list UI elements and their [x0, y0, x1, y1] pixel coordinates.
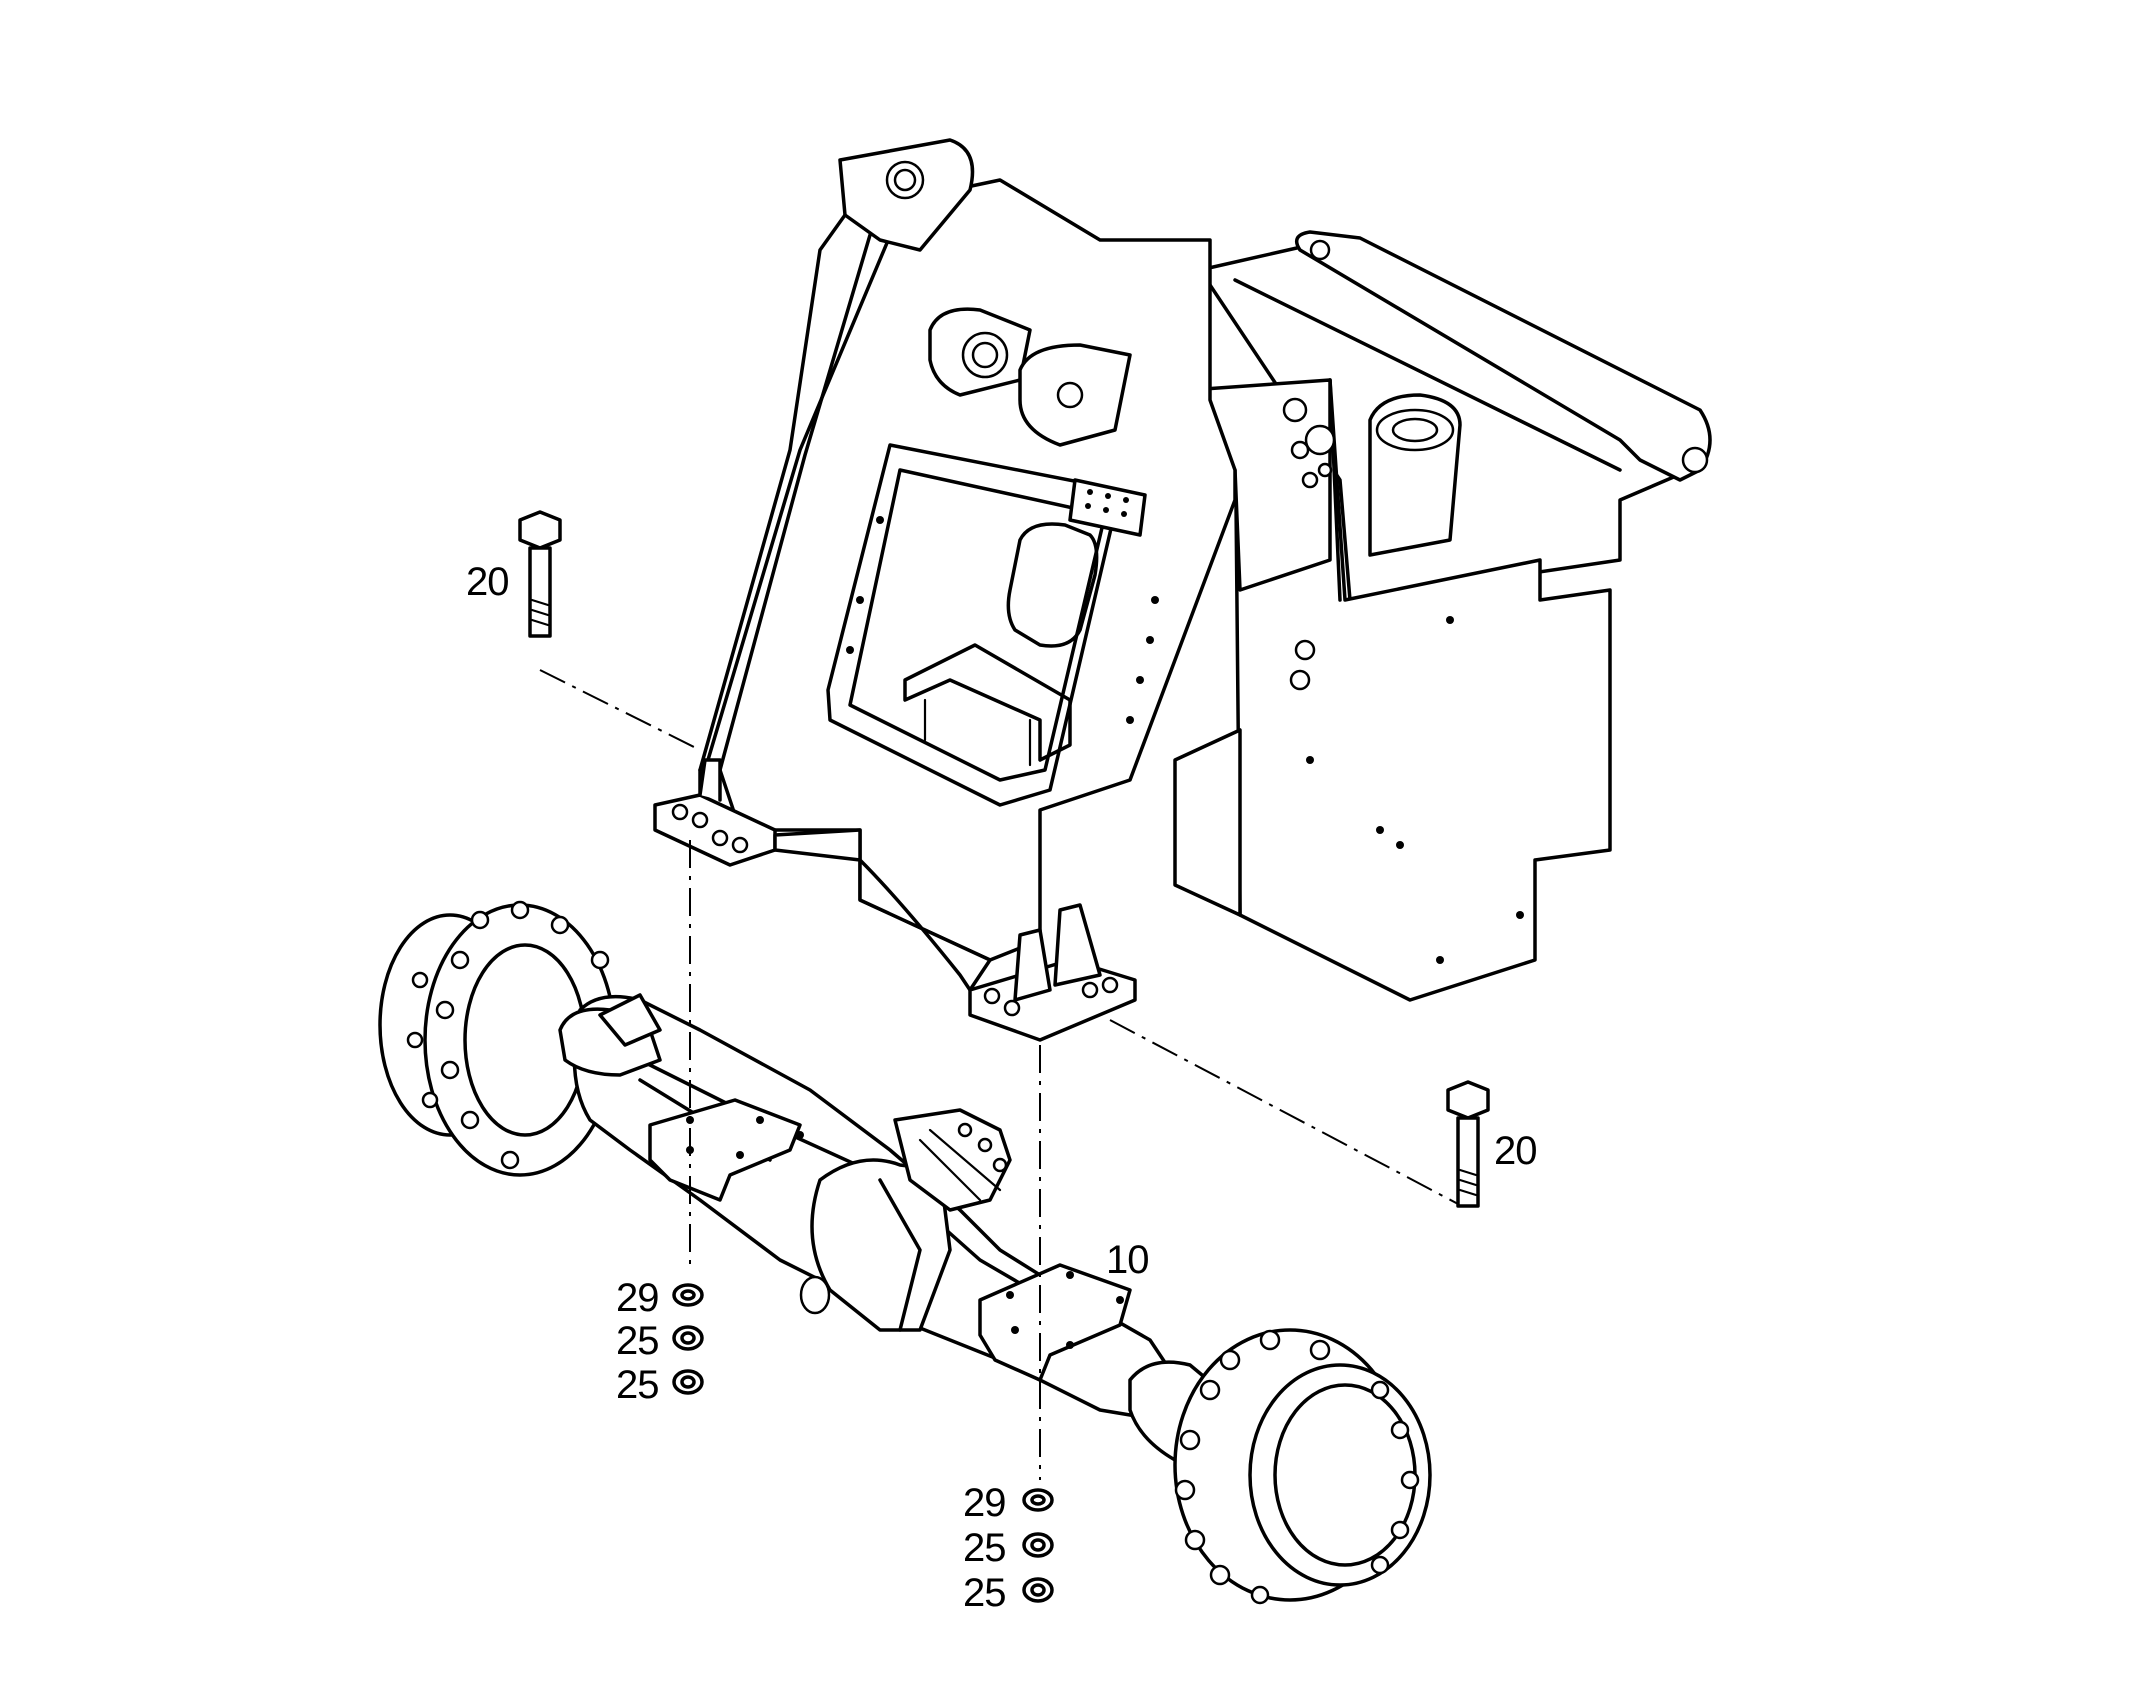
right-hub-cover	[1248, 1363, 1432, 1587]
right-axle-pad	[978, 1263, 1132, 1382]
frame-belly	[773, 828, 992, 992]
inner-opening	[1006, 522, 1099, 648]
callout-nut-left-1: 25	[616, 1319, 659, 1363]
right-lower-block	[1173, 728, 1242, 917]
right-hub-studs	[1174, 1329, 1420, 1605]
bolt-right	[1446, 1080, 1490, 1208]
assembly-guide-lines	[539, 669, 1461, 1480]
differential-housing	[810, 1158, 952, 1332]
nut-left-1-shape	[672, 1325, 704, 1351]
left-axle-pad	[648, 1098, 802, 1202]
bolt-left	[518, 510, 562, 638]
gusset-b	[1053, 903, 1102, 987]
callout-nut-left-2: 25	[616, 1363, 659, 1407]
gusset-a	[1013, 928, 1052, 1002]
callout-axle: 10	[1106, 1238, 1149, 1282]
brake-fittings	[893, 1108, 1012, 1212]
nut-right-1-shape	[1022, 1532, 1054, 1558]
callout-bolt-right: 20	[1494, 1129, 1537, 1173]
nut-right-2-shape	[1022, 1577, 1054, 1603]
nut-left-2-shape	[672, 1369, 704, 1395]
washer-right-shape	[1022, 1488, 1054, 1512]
axle-assembly	[378, 900, 1432, 1605]
callout-bolt-left: 20	[466, 560, 509, 604]
callout-washer-right: 29	[963, 1481, 1006, 1525]
washer-left-shape	[672, 1283, 704, 1307]
loader-front-frame	[653, 138, 1712, 1042]
callout-washer-left: 29	[616, 1276, 659, 1320]
hardware-right	[1022, 1488, 1054, 1603]
hardware-left	[672, 1283, 704, 1395]
callout-nut-right-1: 25	[963, 1526, 1006, 1570]
callout-nut-right-2: 25	[963, 1571, 1006, 1615]
